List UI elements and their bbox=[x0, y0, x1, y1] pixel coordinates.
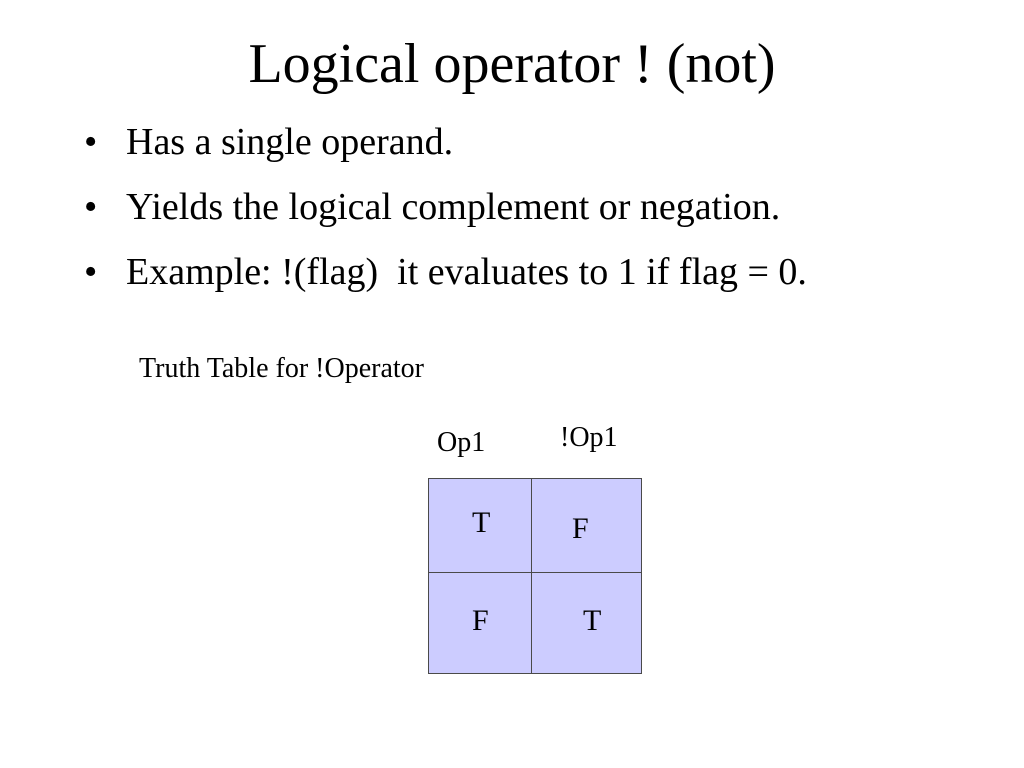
table-cell: T bbox=[583, 604, 602, 637]
truth-table: T F F T bbox=[428, 478, 642, 674]
bullet-text: Yields the logical complement or negatio… bbox=[126, 186, 781, 228]
bullet-item: • Example: !(flag) it evaluates to 1 if f… bbox=[84, 250, 807, 295]
column-header-op1: Op1 bbox=[437, 427, 486, 458]
bullet-marker: • bbox=[84, 251, 98, 293]
column-header-not-op1: !Op1 bbox=[560, 422, 618, 453]
bullet-item: • Yields the logical complement or negati… bbox=[84, 185, 807, 230]
table-cell: F bbox=[572, 512, 589, 545]
bullet-text: Has a single operand. bbox=[126, 121, 454, 163]
truth-table-caption: Truth Table for !Operator bbox=[139, 353, 424, 384]
table-divider-vertical bbox=[531, 479, 532, 673]
table-cell: T bbox=[472, 506, 491, 539]
table-divider-horizontal bbox=[429, 572, 641, 573]
bullet-marker: • bbox=[84, 121, 98, 163]
table-cell: F bbox=[472, 604, 489, 637]
bullet-item: • Has a single operand. bbox=[84, 120, 807, 165]
bullet-text: Example: !(flag) it evaluates to 1 if fl… bbox=[126, 251, 807, 293]
bullet-list: • Has a single operand. • Yields the logic… bbox=[84, 120, 807, 315]
bullet-marker: • bbox=[84, 186, 98, 228]
slide-title: Logical operator ! (not) bbox=[248, 33, 776, 95]
